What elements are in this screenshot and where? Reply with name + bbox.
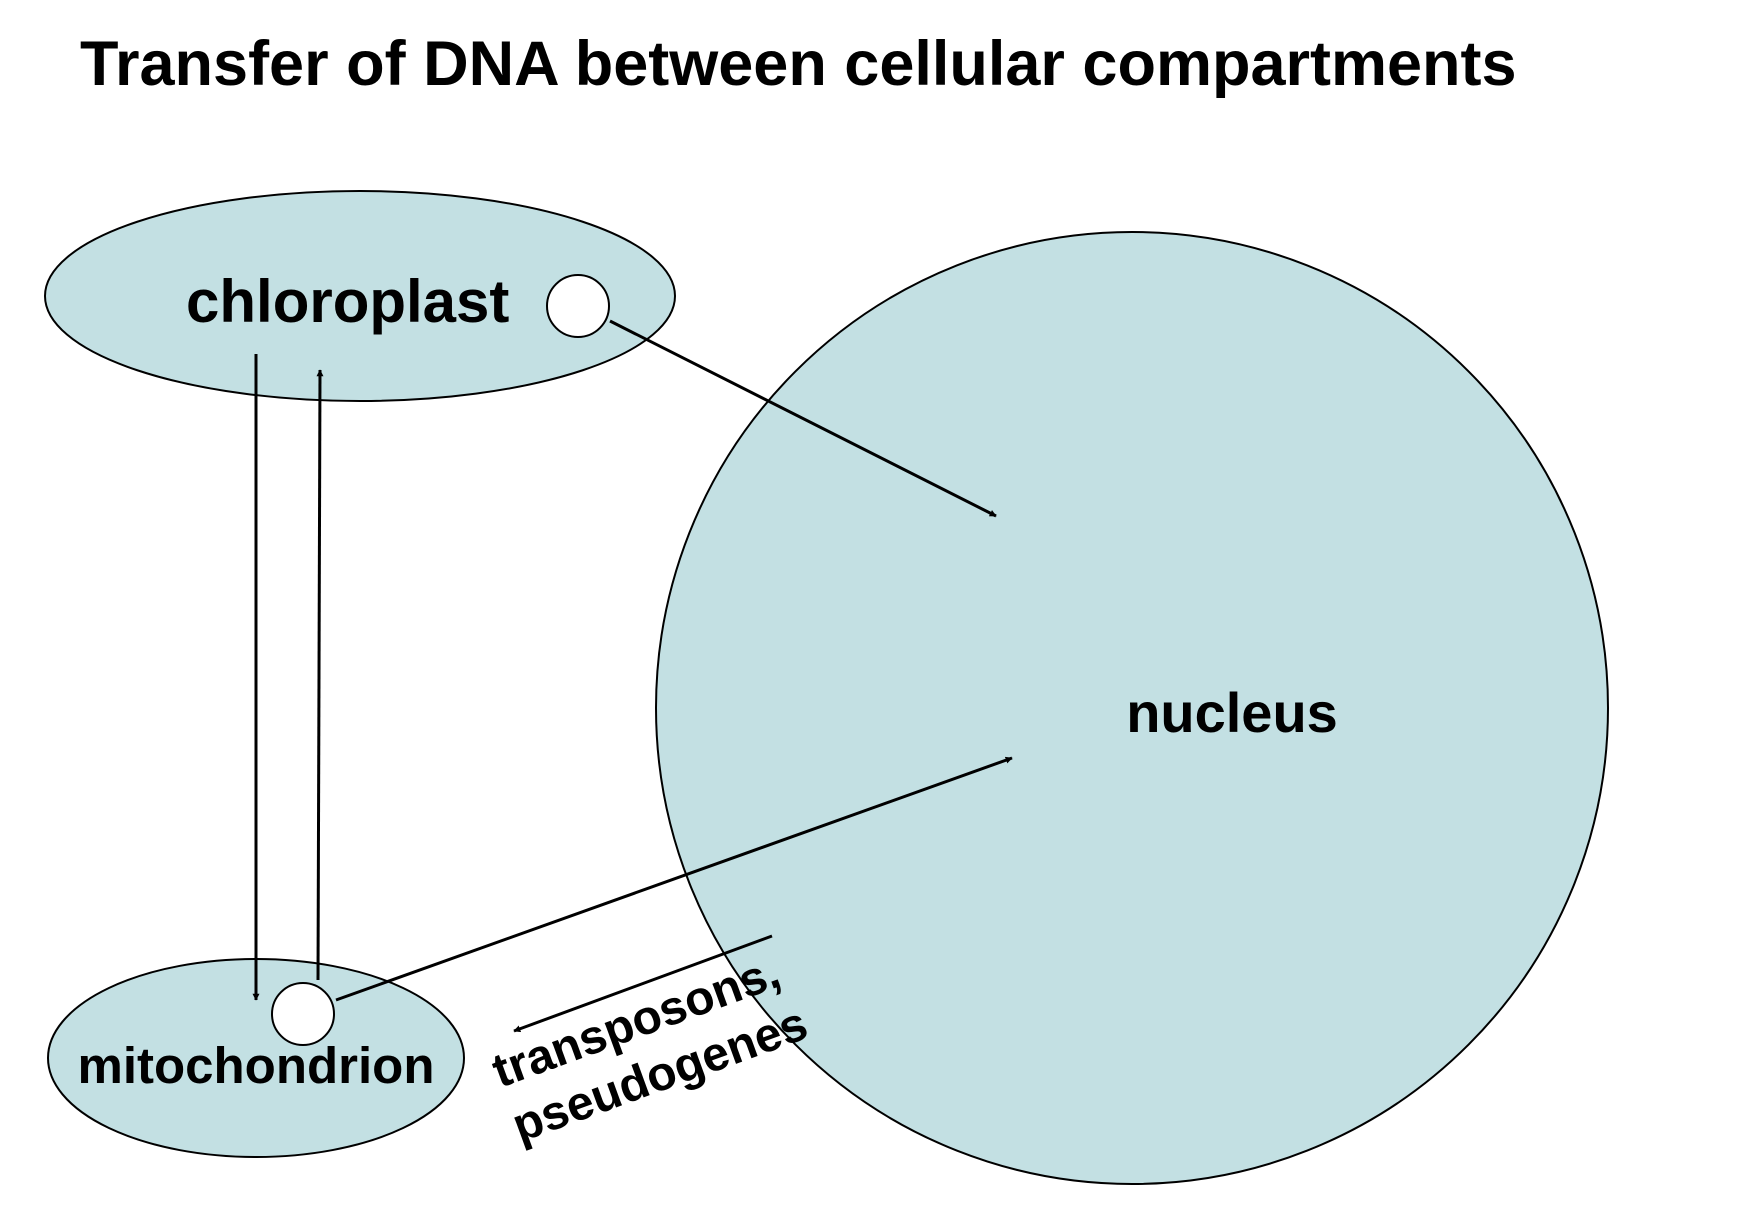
diagram-title: Transfer of DNA between cellular compart… <box>80 29 1517 99</box>
chloroplast-label: chloroplast <box>186 268 509 335</box>
arrow-mitochondrion-to-nucleus <box>335 756 1013 1002</box>
nucleus-label: nucleus <box>1126 681 1338 744</box>
chloroplast-dna-circle <box>546 274 610 338</box>
arrow-mitochondrion-to-chloroplast <box>316 369 324 981</box>
mitochondrion-label: mitochondrion <box>78 1037 435 1094</box>
transposons-label-group: transposons, pseudogenes <box>486 945 815 1152</box>
arrow-nucleus-to-mitochondrion <box>513 934 773 1033</box>
mitochondrion-dna-circle <box>271 982 335 1046</box>
nucleus-shape <box>655 231 1609 1185</box>
arrow-chloroplast-to-nucleus <box>609 319 997 518</box>
chloroplast-shape <box>44 190 676 402</box>
